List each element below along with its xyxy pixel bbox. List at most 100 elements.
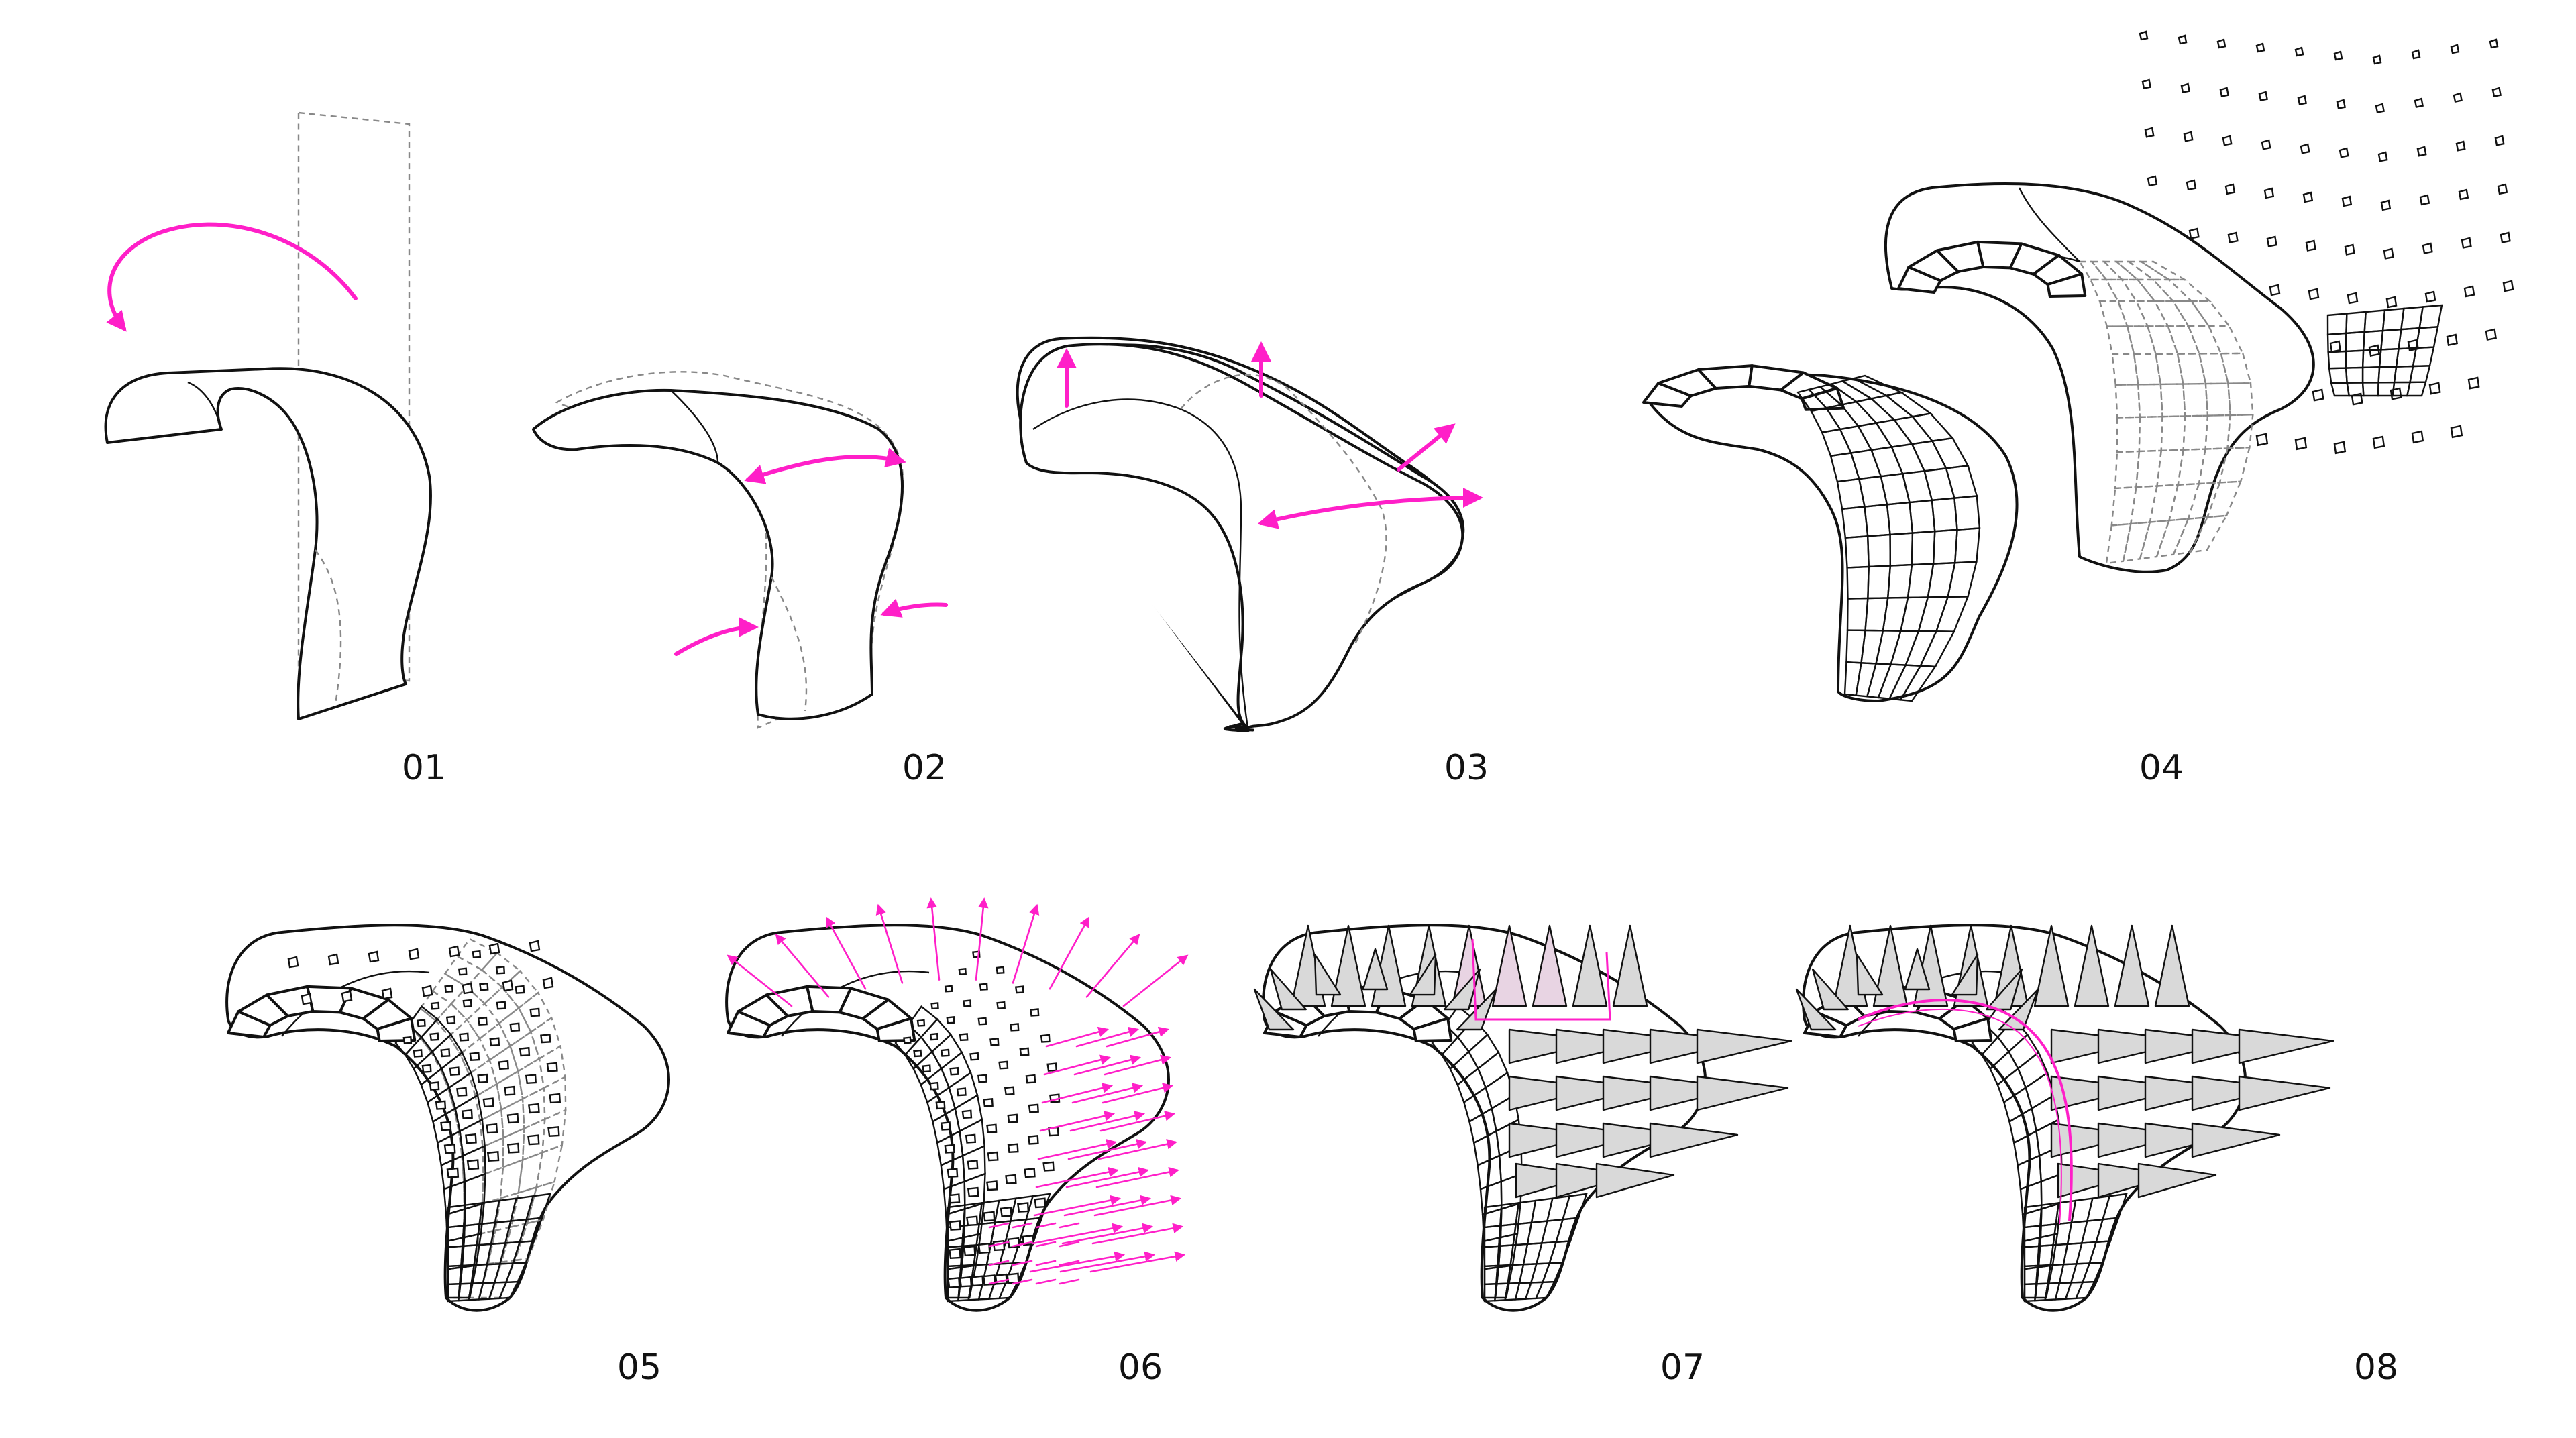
spike xyxy=(1515,1162,1595,1199)
base-cell xyxy=(2074,1280,2096,1300)
normal-vector xyxy=(1059,1241,1080,1248)
floating-panel xyxy=(2258,91,2268,102)
floating-base-cell xyxy=(2345,349,2365,369)
spike xyxy=(1409,953,1437,996)
vertical-plane xyxy=(297,111,411,682)
opening xyxy=(462,982,474,995)
floating-panel xyxy=(2463,285,2475,298)
dashed-cell xyxy=(2114,260,2156,281)
normal-vector xyxy=(1035,1278,1057,1285)
floating-base-cell xyxy=(2409,365,2431,384)
step-07 xyxy=(1253,924,1792,1312)
floating-panel xyxy=(2458,188,2469,201)
opening xyxy=(1028,1103,1039,1113)
opening xyxy=(1004,1086,1015,1096)
opening xyxy=(1027,1135,1039,1145)
normal-vector xyxy=(1102,1083,1174,1104)
opening xyxy=(983,1211,996,1222)
opening xyxy=(477,1016,488,1026)
normal-vector xyxy=(1095,1166,1180,1188)
dashed-cell xyxy=(480,952,522,989)
surface-with-openings xyxy=(225,924,670,1312)
push-arrow-left xyxy=(674,617,759,656)
normal-vector xyxy=(1067,1139,1148,1160)
opening xyxy=(998,1060,1009,1070)
opening xyxy=(983,1097,994,1107)
opening xyxy=(979,983,988,991)
floating-panel xyxy=(2255,42,2265,53)
dashed-cell xyxy=(443,955,484,988)
opening xyxy=(1017,1202,1030,1213)
opening xyxy=(913,1049,922,1058)
floating-panel xyxy=(2144,127,2155,138)
normal-vector xyxy=(1031,1223,1124,1245)
opening xyxy=(456,1087,468,1097)
step-08 xyxy=(1795,924,2334,1312)
crease-line xyxy=(781,970,930,1037)
opening xyxy=(916,1019,926,1027)
opening xyxy=(440,1048,451,1058)
body-outline xyxy=(1262,924,1707,1312)
opening xyxy=(341,990,353,1003)
spike xyxy=(1998,988,2039,1031)
opening xyxy=(488,942,500,955)
normal-vector xyxy=(1099,1111,1176,1132)
normal-vector xyxy=(988,1241,1010,1248)
opening xyxy=(930,1002,939,1010)
floating-panel xyxy=(2497,183,2508,195)
floating-panel xyxy=(2308,288,2320,300)
floating-base-cell xyxy=(2345,366,2364,384)
normal-vector xyxy=(1043,1054,1112,1076)
body-outline xyxy=(225,924,670,1312)
strip-inner-edge xyxy=(187,381,223,430)
normal-vector xyxy=(1122,954,1189,1007)
floating-panel xyxy=(2383,247,2394,260)
dashed-cell xyxy=(2106,325,2135,355)
spike xyxy=(1313,953,1342,996)
floating-panel xyxy=(2219,87,2229,98)
hidden-fold xyxy=(770,576,808,712)
dashed-cell xyxy=(2089,278,2120,302)
opening xyxy=(413,1049,423,1058)
dashed-cell xyxy=(2126,325,2157,355)
normal-vector xyxy=(1063,1195,1152,1217)
floating-panel xyxy=(2302,191,2314,203)
opening xyxy=(504,1085,516,1096)
crease-line xyxy=(281,970,430,1037)
floating-panel xyxy=(2422,242,2433,254)
floating-panel xyxy=(2455,140,2466,152)
floating-panel xyxy=(2414,97,2424,109)
opening xyxy=(435,1100,447,1110)
opening xyxy=(429,1032,439,1041)
spike xyxy=(1532,924,1568,1007)
dashed-cell xyxy=(488,1044,519,1085)
opening xyxy=(486,1150,500,1162)
floating-panel xyxy=(2294,437,2308,451)
normal-vector xyxy=(1035,1260,1057,1266)
dashed-cell xyxy=(483,986,520,1025)
floating-base-cell xyxy=(2418,304,2443,329)
floating-panel xyxy=(2428,382,2441,395)
normal-vector xyxy=(1091,1223,1184,1245)
opening xyxy=(996,966,1005,975)
step-03 xyxy=(1016,336,1483,732)
spike xyxy=(2050,1122,2140,1158)
floating-base-cell xyxy=(2327,350,2347,370)
spike xyxy=(2154,924,2190,1007)
spike xyxy=(1649,1075,1742,1111)
floating-panel xyxy=(2141,78,2151,90)
opening xyxy=(947,1276,961,1288)
normal-vector xyxy=(825,916,867,990)
opening xyxy=(977,1242,991,1254)
spike xyxy=(1649,1122,1739,1158)
floating-panel xyxy=(2489,38,2499,49)
spike xyxy=(2191,1122,2281,1158)
opening xyxy=(506,1142,520,1154)
opening xyxy=(935,1101,946,1110)
normal-vector xyxy=(1075,1026,1140,1048)
spike xyxy=(1872,924,1909,1007)
opening xyxy=(459,1032,470,1042)
base-cell xyxy=(1534,1280,1556,1300)
normal-vector xyxy=(875,903,904,984)
opening xyxy=(495,966,506,975)
